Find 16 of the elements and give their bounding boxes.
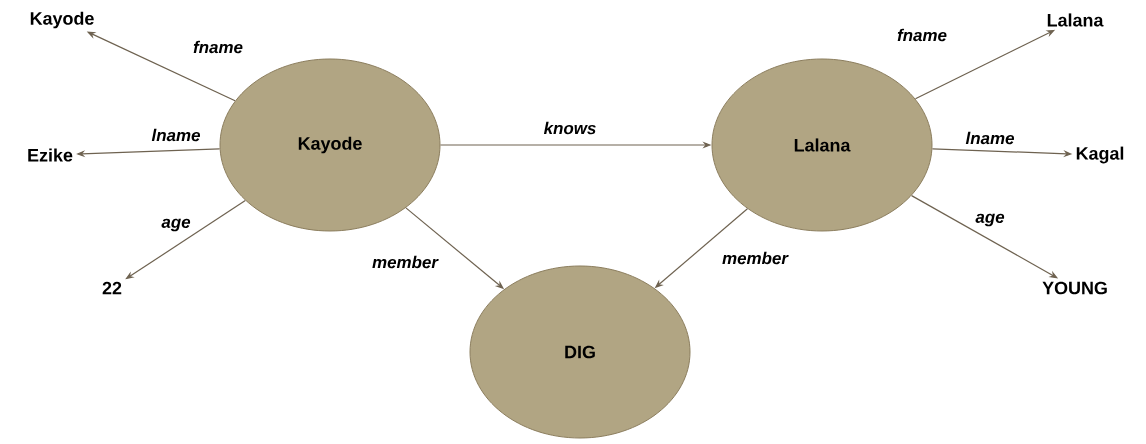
arrow [125,199,246,280]
value-text: Kagal [1076,146,1124,164]
edge-label: age [160,217,192,233]
value-text: YOUNG [1042,281,1107,295]
value-text: 22 [102,281,122,295]
value-text: Kayode [30,11,94,29]
edge-label: member [371,254,439,270]
edge-label: age [974,212,1006,228]
edge-label: knows [542,120,598,136]
value-text: Lalana [1047,13,1104,27]
edge-label: lname [964,130,1016,146]
value-text: Ezike [28,148,73,162]
edge-label: fname [192,39,244,55]
edge-label: member [721,250,789,266]
edge-label: fname [896,27,948,43]
edge-label: lname [150,127,202,143]
